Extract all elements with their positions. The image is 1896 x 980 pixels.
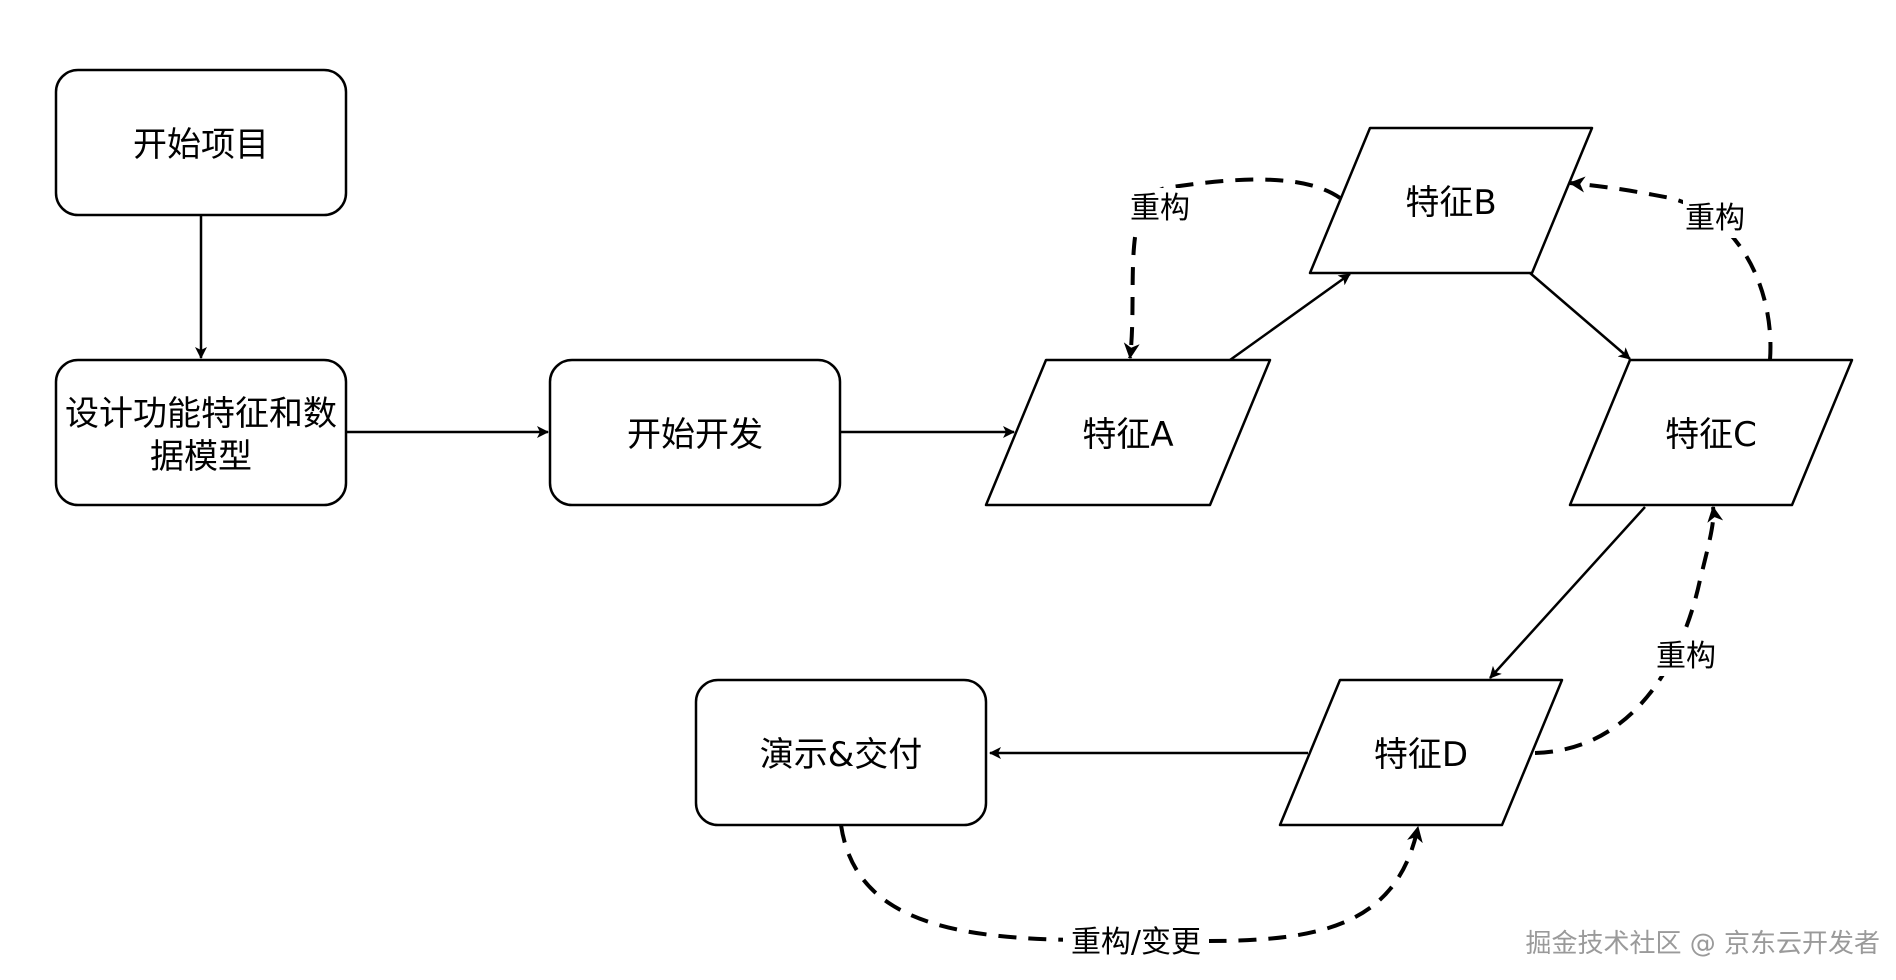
edge-label-refactor-cd: 重构 xyxy=(1656,639,1716,674)
node-start-project[interactable]: 开始项目 xyxy=(54,68,348,217)
node-feature-b-label: 特征B xyxy=(1405,183,1496,223)
watermark-text: 掘金技术社区 @ 京东云开发者 xyxy=(1525,929,1880,959)
node-demo-delivery[interactable]: 演示&交付 xyxy=(694,678,988,827)
node-feature-d[interactable]: 特征D xyxy=(1278,678,1564,827)
node-design-features[interactable]: 设计功能特征和数 据模型 xyxy=(54,358,348,507)
edge-b-to-c xyxy=(1529,272,1631,360)
edge-label-refactor-ab: 重构 xyxy=(1130,191,1190,226)
edge-c-to-d xyxy=(1489,506,1646,679)
edge-refactor-d-to-c xyxy=(1534,505,1724,755)
node-design-features-label-line2: 据模型 xyxy=(150,437,252,477)
node-start-dev[interactable]: 开始开发 xyxy=(548,358,842,507)
node-feature-c[interactable]: 特征C xyxy=(1568,358,1854,507)
node-feature-c-label: 特征C xyxy=(1665,415,1757,455)
edge-label-refactor-bc: 重构 xyxy=(1685,201,1745,236)
node-demo-delivery-label: 演示&交付 xyxy=(760,735,923,775)
node-feature-a[interactable]: 特征A xyxy=(984,358,1272,507)
node-design-features-label-line1: 设计功能特征和数 xyxy=(65,394,337,434)
node-feature-d-label: 特征D xyxy=(1374,735,1468,775)
node-start-dev-label: 开始开发 xyxy=(627,415,763,455)
edge-label-refactor-change: 重构/变更 xyxy=(1071,925,1201,960)
node-feature-b[interactable]: 特征B xyxy=(1308,126,1594,275)
node-feature-a-label: 特征A xyxy=(1082,415,1173,455)
node-start-project-label: 开始项目 xyxy=(133,125,269,165)
edge-a-to-b xyxy=(1229,272,1351,362)
